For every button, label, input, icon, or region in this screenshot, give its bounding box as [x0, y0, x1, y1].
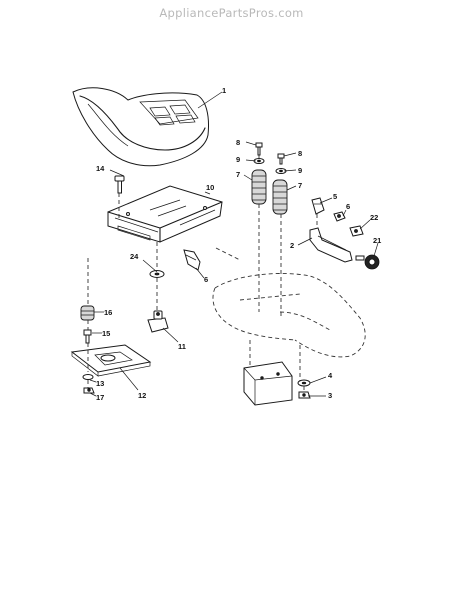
callout-6-lower: 6	[204, 275, 208, 284]
callout-5: 5	[333, 192, 337, 201]
washer-4-part[interactable]	[297, 379, 311, 387]
nut-6-upper-part[interactable]	[333, 211, 346, 222]
washer-24-part[interactable]	[149, 270, 165, 278]
spring-7-left-part[interactable]	[251, 169, 267, 205]
callout-9-left: 9	[236, 155, 240, 164]
callout-labels: 1 10 14 6 24 11 16 15 12 13 17 8 9 7 8 9…	[96, 86, 381, 402]
callout-11: 11	[178, 342, 186, 351]
callout-8-right: 8	[298, 149, 302, 158]
callout-21: 21	[373, 236, 381, 245]
callout-7-right: 7	[298, 181, 302, 190]
nut-17-part[interactable]	[83, 387, 95, 394]
callout-15: 15	[102, 329, 110, 338]
callout-13: 13	[96, 379, 104, 388]
callout-24: 24	[130, 252, 139, 261]
bracket-5-part[interactable]	[311, 197, 325, 215]
callout-8-left: 8	[236, 138, 240, 147]
bolt-15-part[interactable]	[83, 329, 92, 344]
callout-7-left: 7	[236, 170, 240, 179]
bolt-14-part[interactable]	[114, 175, 125, 194]
plate-12-part[interactable]	[70, 344, 152, 377]
callout-3: 3	[328, 391, 332, 400]
bumper-16-part[interactable]	[80, 305, 95, 321]
spring-7-right-part[interactable]	[272, 179, 288, 215]
tractor-chassis-outline	[212, 273, 366, 385]
callout-16: 16	[104, 308, 112, 317]
callout-22: 22	[370, 213, 378, 222]
nut-13-part[interactable]	[82, 374, 94, 380]
seat-pan-part[interactable]	[107, 185, 223, 243]
knob-21-part[interactable]	[355, 254, 380, 270]
callout-12: 12	[138, 391, 146, 400]
seat-bracket-2-part[interactable]	[309, 227, 353, 263]
callout-10: 10	[206, 183, 214, 192]
callout-9-right: 9	[298, 166, 302, 175]
callout-2: 2	[290, 241, 294, 250]
center-mount	[243, 361, 293, 406]
nut-22-part[interactable]	[349, 225, 364, 237]
callout-14: 14	[96, 164, 105, 173]
seat-part[interactable]	[72, 87, 209, 167]
bolt-8-left-part[interactable]	[255, 142, 263, 156]
bolt-8-right-part[interactable]	[277, 153, 285, 165]
callout-4: 4	[328, 371, 333, 380]
callout-1: 1	[222, 86, 226, 95]
callout-17: 17	[96, 393, 104, 402]
callout-6-upper: 6	[346, 202, 350, 211]
pivot-bracket-11-part[interactable]	[147, 310, 169, 333]
leader-lines	[89, 91, 379, 397]
assembly-lines	[87, 155, 318, 392]
bracket-6-lower-part[interactable]	[183, 249, 201, 271]
watermark: AppliancePartsPros.com	[159, 6, 304, 20]
nut-3-part[interactable]	[298, 391, 311, 399]
